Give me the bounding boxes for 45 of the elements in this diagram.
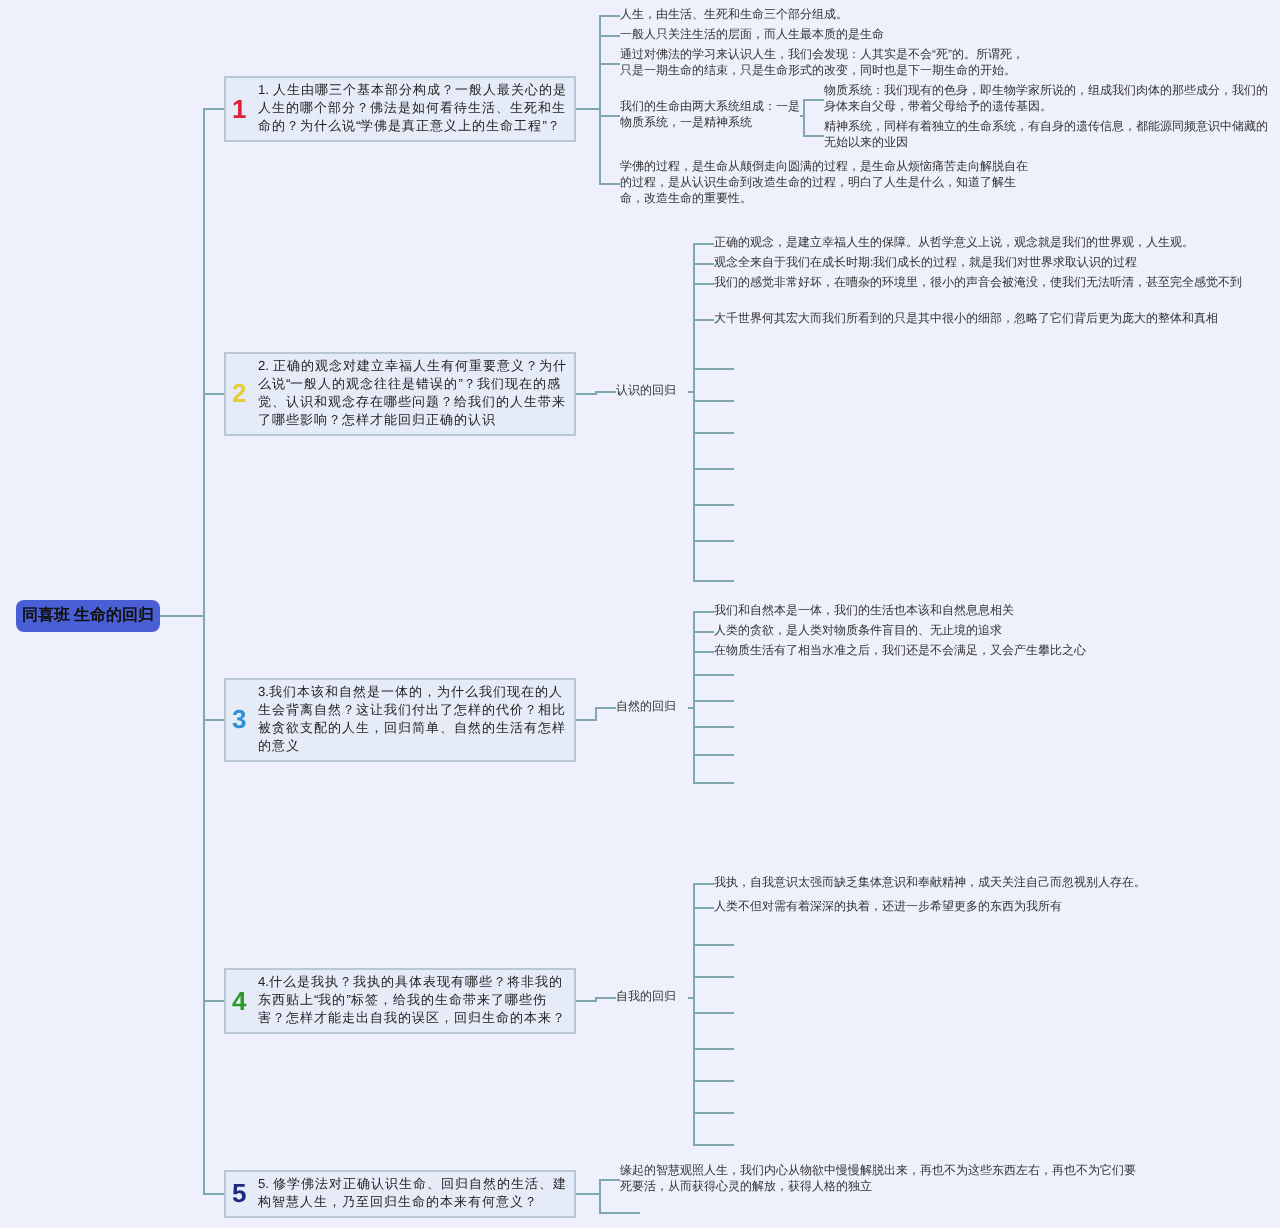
step-number: 1 [232,95,247,123]
connector [575,391,617,395]
empty-branch-line [714,1080,734,1082]
connector [575,997,617,1002]
question-box [224,352,576,436]
question-box [224,1170,576,1218]
connector [687,368,715,393]
question-box [224,678,576,762]
connector [687,700,715,709]
empty-branch-line [714,674,734,676]
step-number: 2 [232,380,247,408]
empty-branch-line [714,540,734,542]
empty-branch-line [714,726,734,728]
question-box [224,76,576,142]
connector [575,1193,621,1214]
empty-branch-line [714,504,734,506]
central-topic: 同喜班 生命的回归 [16,600,160,632]
empty-branch-line [714,1144,734,1146]
empty-branch-line [714,944,734,946]
connector [799,99,825,117]
empty-branch-line [714,782,734,784]
empty-branch-line [714,400,734,402]
connector [799,115,825,137]
empty-branch-line [714,976,734,978]
empty-branch-line [714,700,734,702]
empty-branch-line [714,1112,734,1114]
step-number: 4 [232,987,247,1015]
connector [687,707,715,784]
empty-branch-line [714,468,734,470]
connector [687,391,715,582]
connector [575,707,617,721]
empty-branch-line [714,1012,734,1014]
empty-branch-line [714,368,734,370]
connector [575,108,621,185]
step-number: 3 [232,706,247,734]
empty-branch-line [714,432,734,434]
empty-branch-line [714,754,734,756]
empty-branch-line [714,1048,734,1050]
connector [687,997,715,1146]
connector [159,615,225,1195]
empty-branch-line [620,1212,640,1214]
question-box [224,968,576,1034]
connector [687,976,715,999]
empty-branch-line [714,580,734,582]
step-number: 5 [232,1180,247,1208]
